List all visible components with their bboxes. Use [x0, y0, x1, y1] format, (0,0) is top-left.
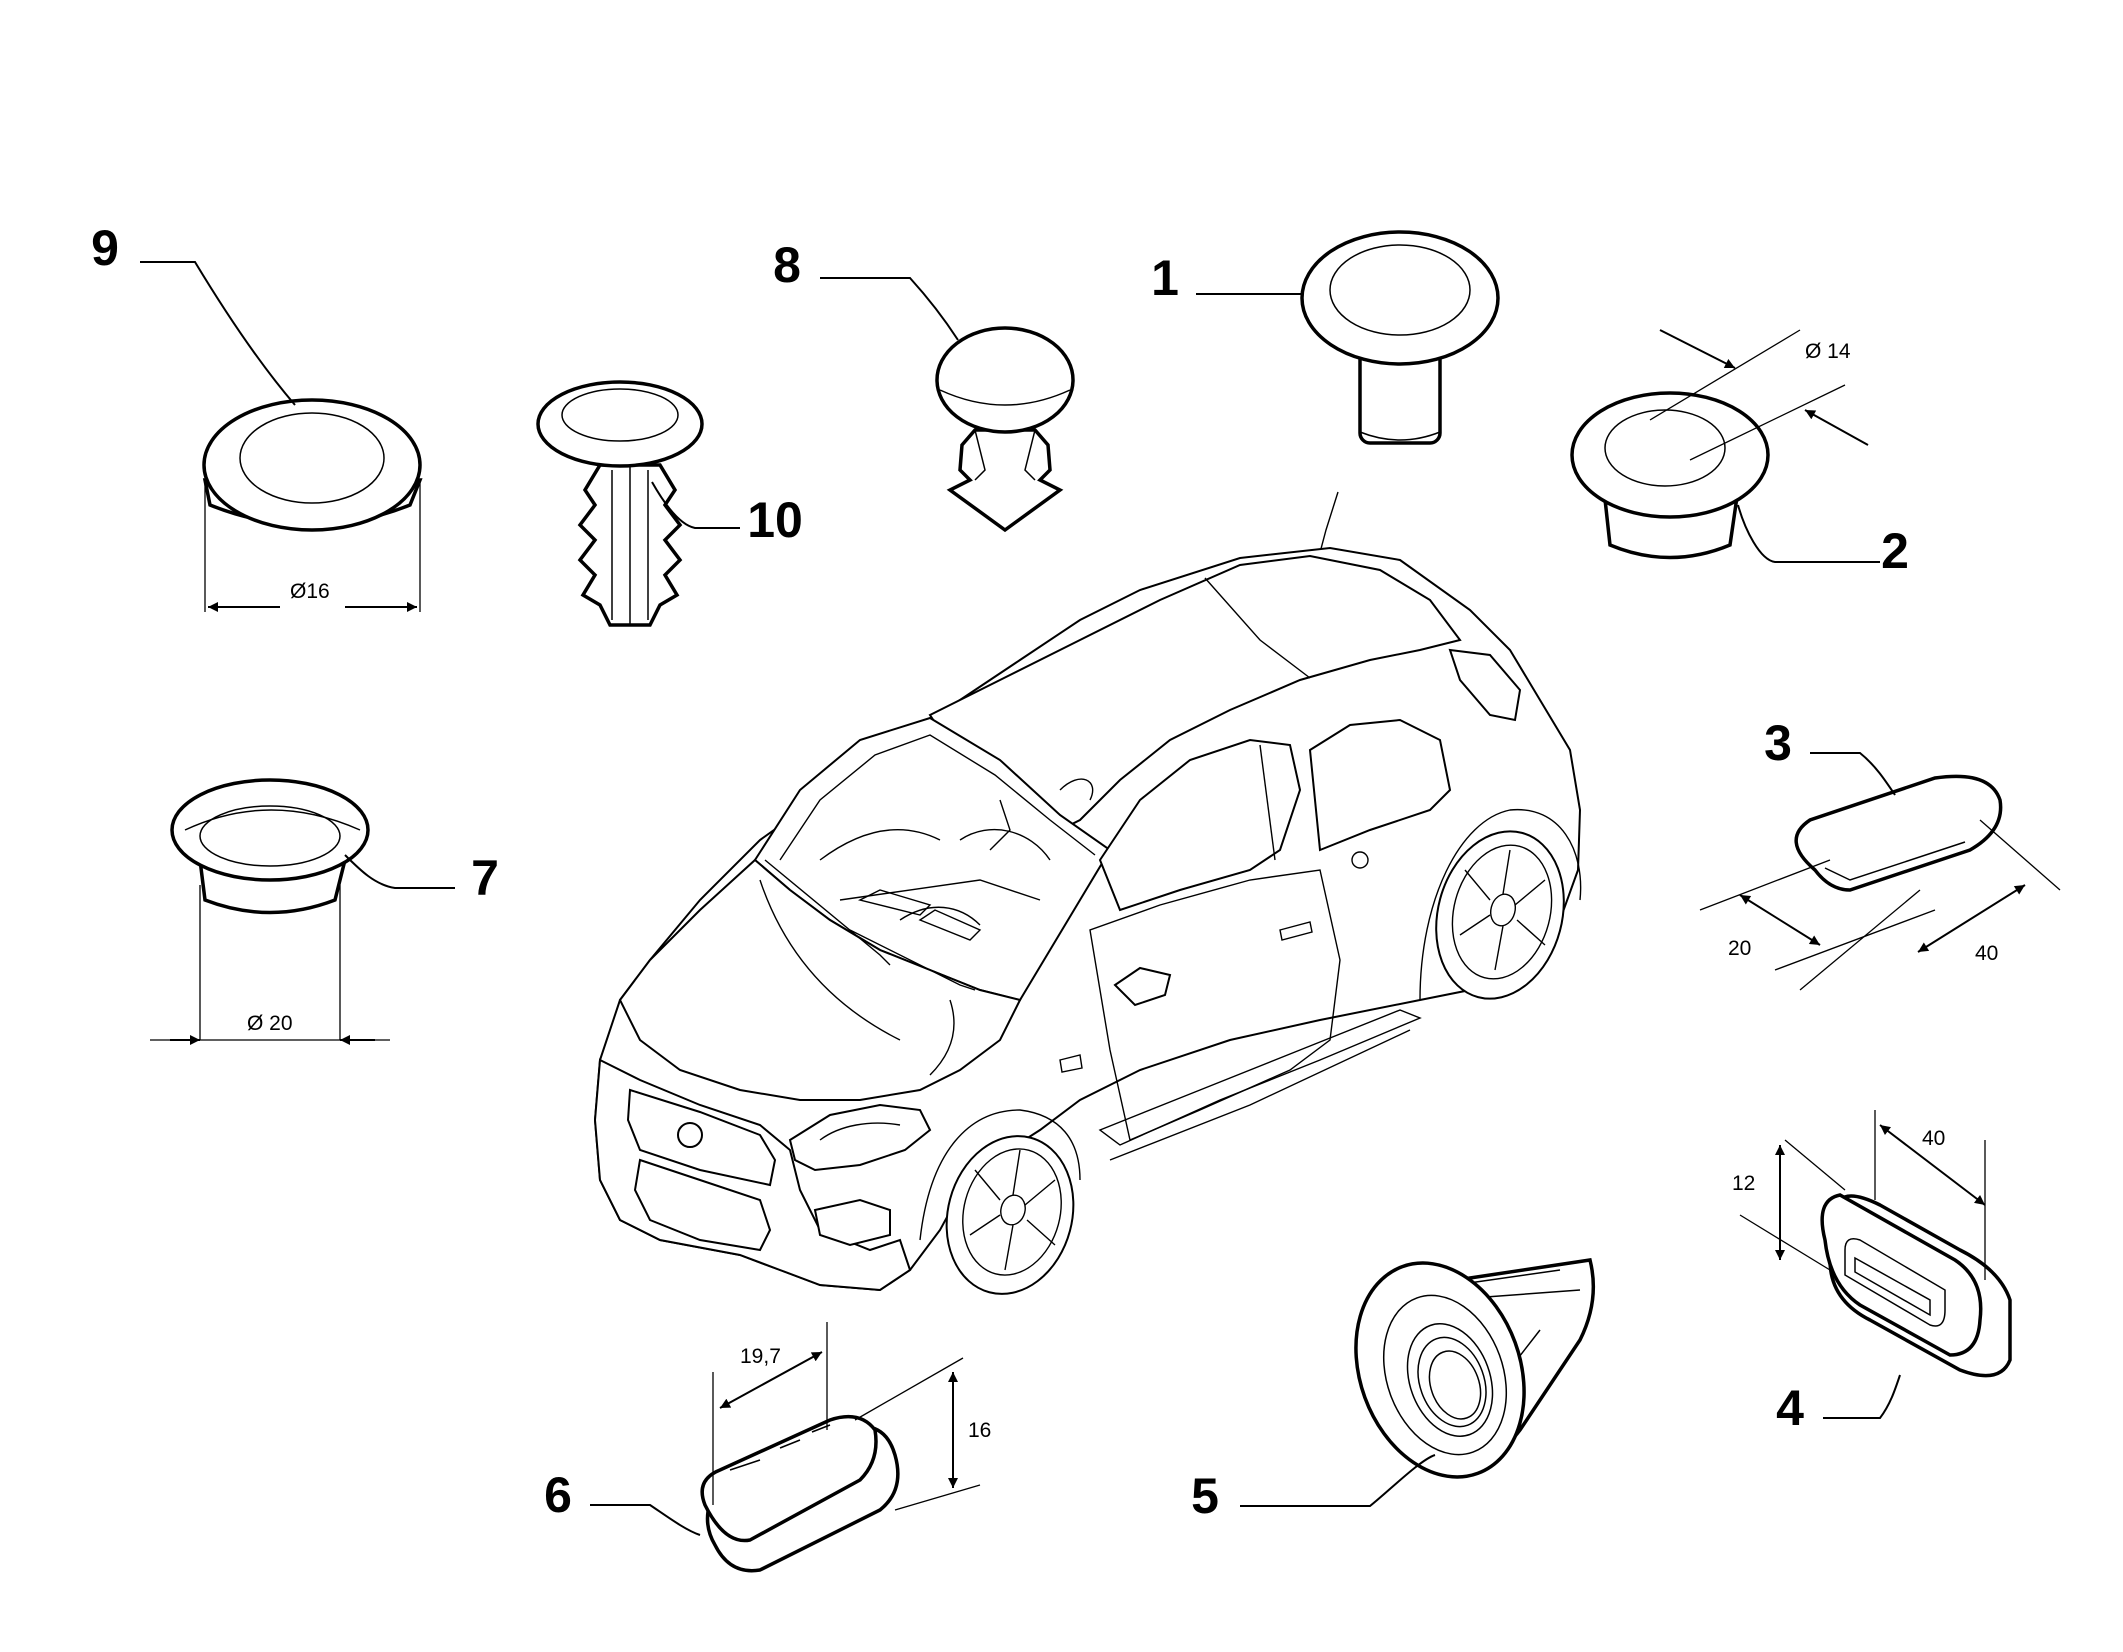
car-side-skirt [1109, 1029, 1411, 1161]
car-wiper-left [764, 859, 891, 966]
dim-6-extension-3 [854, 1357, 964, 1421]
dim-3-width-arrow [1739, 894, 1821, 946]
callout-leader-9 [140, 261, 296, 406]
car-windshield-inner [779, 734, 1096, 861]
dim-2-arrow-right [1804, 409, 1869, 446]
part-10-tree-clip [536, 380, 704, 627]
car-rear-wheel [1435, 830, 1565, 1000]
dim-7-label: Ø 20 [247, 1012, 293, 1035]
part-9-cap-plug [202, 398, 423, 532]
part-8-arrow-clip [935, 326, 1075, 533]
car-door-handle [1279, 921, 1313, 941]
dim-2-label: Ø 14 [1805, 340, 1851, 363]
car-lower-grille [633, 1158, 772, 1252]
car-side-stripe [1098, 1009, 1422, 1146]
dim-2-arrow-left [1659, 329, 1736, 369]
dim-6-width-arrow [719, 1351, 823, 1409]
car-hood-crease [759, 879, 955, 1076]
car-side-window [1098, 738, 1302, 912]
car-rear-window [1308, 718, 1452, 852]
part-6-oval-plug [700, 1414, 900, 1573]
callout-leader-6 [590, 1504, 701, 1536]
car-rear-spoiler [1448, 648, 1522, 722]
car-door [1089, 869, 1341, 1141]
car-hood-vent [857, 889, 982, 941]
dim-3-extension-1 [1699, 859, 1831, 911]
dim-6-extension-4 [894, 1484, 981, 1511]
car-hood [618, 858, 1022, 1101]
callout-3: 3 [1764, 715, 1792, 771]
car-b-pillar [1259, 744, 1276, 861]
dim-9-label: Ø16 [290, 580, 330, 603]
dim-3-length-arrow [1917, 884, 2026, 953]
car-front-arch [919, 1109, 1081, 1241]
part-1-mushroom-plug [1300, 230, 1500, 445]
callout-leader-3 [1810, 752, 1896, 796]
car-front-wheel [945, 1135, 1075, 1295]
dim-3-width-label: 20 [1728, 937, 1751, 960]
callout-8: 8 [773, 237, 801, 293]
callout-9: 9 [91, 220, 119, 276]
callout-4: 4 [1776, 1380, 1804, 1436]
callout-leader-5 [1240, 1454, 1436, 1507]
dim-2-extension-2 [1689, 384, 1846, 461]
part-5-tapered-grommet [1354, 1258, 1596, 1479]
car-fog-light [813, 1198, 891, 1247]
callout-leader-8 [820, 277, 959, 341]
callout-10: 10 [747, 492, 803, 548]
dim-6-width-label: 19,7 [740, 1345, 781, 1368]
dim-6-height-label: 16 [968, 1419, 991, 1442]
dim-2-extension-1 [1649, 329, 1801, 421]
callout-leader-4 [1823, 1374, 1901, 1419]
callout-leader-10 [651, 481, 740, 529]
callout-5: 5 [1191, 1468, 1219, 1524]
car-headlight [788, 1103, 932, 1172]
callout-6: 6 [544, 1467, 572, 1523]
dim-3-extension-3 [1799, 889, 1921, 991]
car-roof-line [1204, 577, 1311, 679]
part-4-slotted-plug [1820, 1193, 2012, 1378]
car-mirror [1113, 966, 1172, 1007]
callout-leader-2 [1737, 504, 1880, 563]
dim-3-extension-4 [1979, 819, 2061, 891]
car-illustration [593, 491, 1582, 1295]
part-7-cap-plug [170, 778, 370, 915]
callout-leader-7 [344, 854, 455, 889]
dim-4-length-label: 40 [1922, 1127, 1945, 1150]
car-headlight-inner [819, 1122, 901, 1141]
dim-4-extension-1 [1739, 1214, 1831, 1271]
part-2-grommet [1570, 391, 1770, 560]
part-3-oval-plug [1794, 774, 2003, 892]
car-side-vent [1059, 1054, 1083, 1073]
car-wiper-right [849, 929, 976, 991]
dim-4-height-label: 12 [1732, 1172, 1755, 1195]
car-side-emblem [1351, 851, 1369, 869]
dim-3-length-label: 40 [1975, 942, 1998, 965]
callout-1: 1 [1151, 250, 1179, 306]
dim-3-extension-2 [1774, 909, 1936, 971]
dim-4-extension-2 [1784, 1139, 1846, 1191]
callout-2: 2 [1881, 523, 1909, 579]
dim-4-length-arrow [1879, 1124, 1986, 1206]
car-interior [819, 778, 1094, 926]
car-front-badge [677, 1122, 703, 1148]
callout-7: 7 [471, 850, 499, 906]
car-rear-arch [1419, 809, 1582, 1001]
